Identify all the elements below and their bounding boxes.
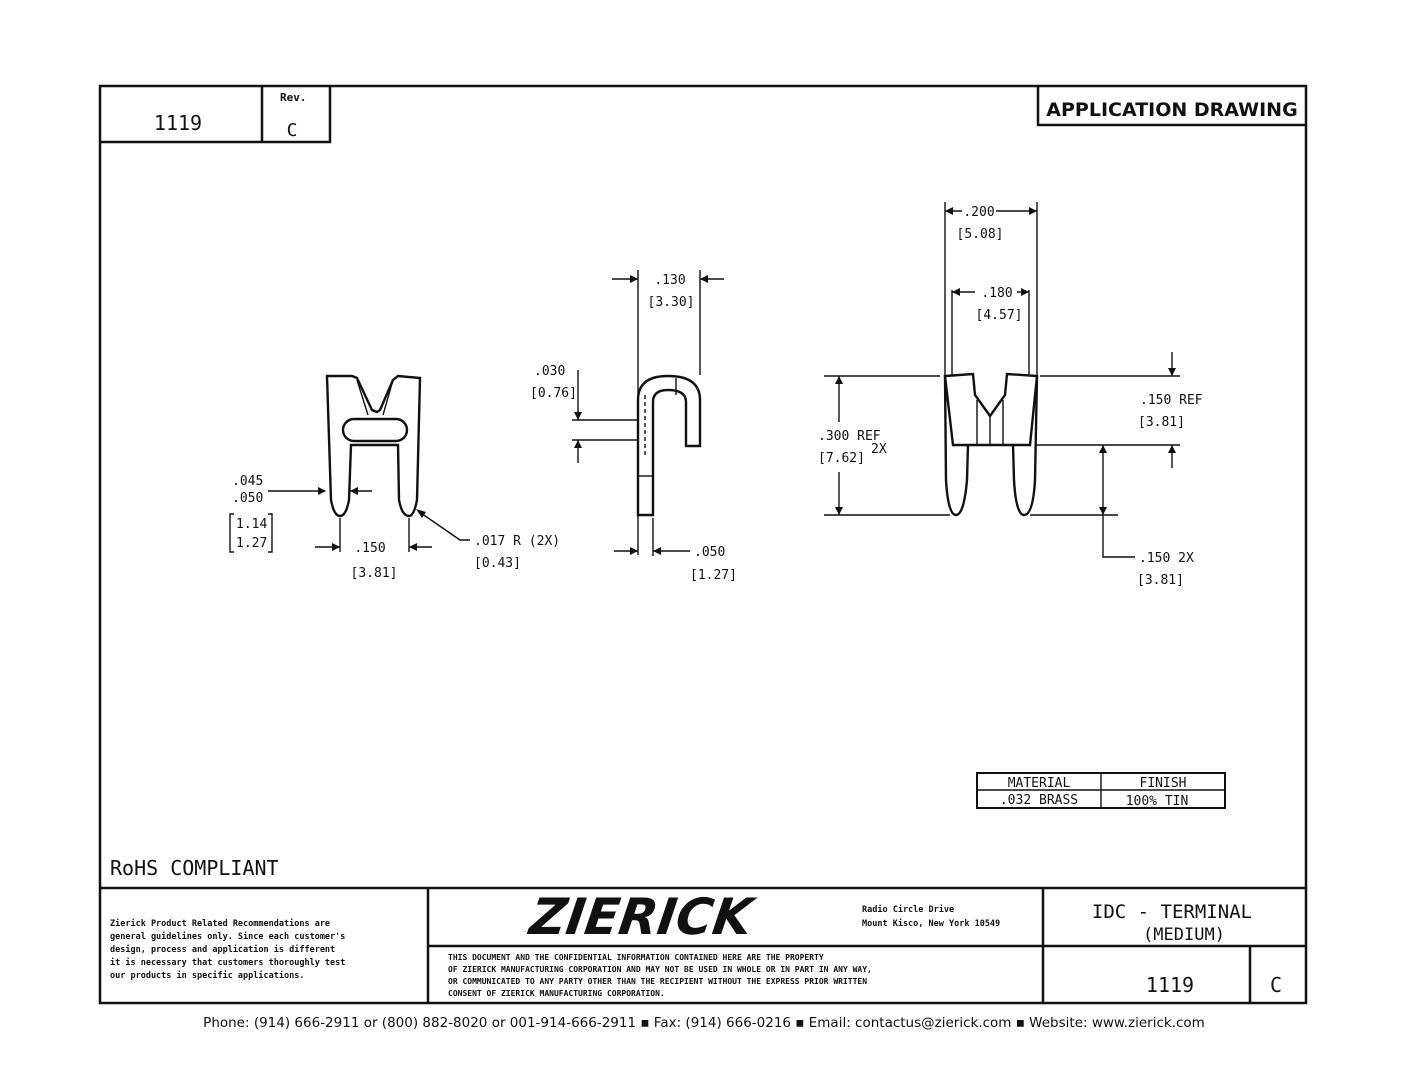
- dim-thickness-mm: [1.27]: [690, 568, 737, 583]
- finish-header: FINISH: [1140, 776, 1187, 791]
- part-number: 1119: [154, 111, 202, 135]
- rev-label: Rev.: [280, 91, 307, 104]
- disclaimer: Zierick Product Related Recommendations …: [110, 918, 345, 981]
- dim-pitch: .150: [354, 541, 385, 556]
- rohs-compliant: RoHS COMPLIANT: [110, 856, 279, 880]
- title-rev: C: [1270, 973, 1282, 997]
- dim-thickness: .050: [694, 545, 725, 560]
- svg-text:CONSENT OF ZIERICK MANUFACTURI: CONSENT OF ZIERICK MANUFACTURING CORPORA…: [448, 989, 665, 998]
- svg-text:our products in specific appli: our products in specific applications.: [110, 970, 304, 981]
- dim-outer-width-mm: [5.08]: [957, 227, 1004, 242]
- title-part-number: 1119: [1146, 973, 1194, 997]
- dim-width: .130: [654, 273, 685, 288]
- svg-text:design, process and applicatio: design, process and application is diffe…: [110, 944, 335, 955]
- dim-slot-mm-max: 1.27: [236, 536, 267, 551]
- dim-outer-width: .200: [963, 205, 994, 220]
- dim-height: .300 REF: [818, 429, 881, 444]
- address-line1: Radio Circle Drive: [862, 904, 954, 915]
- svg-text:OR COMMUNICATED TO ANY PARTY O: OR COMMUNICATED TO ANY PARTY OTHER THAN …: [448, 977, 867, 986]
- dim-width-mm: [3.30]: [648, 295, 695, 310]
- svg-text:Zierick Product Related Recomm: Zierick Product Related Recommendations …: [110, 918, 330, 929]
- material-table: MATERIAL FINISH .032 BRASS 100% TIN: [976, 772, 1226, 809]
- dim-slot-mm-min: 1.14: [236, 517, 267, 532]
- dim-inner-width: .180: [981, 286, 1012, 301]
- dim-gap: .030: [534, 364, 565, 379]
- drawing-frame: [98, 84, 1308, 1005]
- contact-footer: Phone: (914) 666-2911 or (800) 882-8020 …: [203, 1015, 1205, 1031]
- front-view: .045 .050 1.14 1.27 .150 [3.81] .017 R (…: [229, 374, 560, 581]
- part-number-box: 1119 Rev. C: [100, 86, 332, 144]
- svg-text:OF ZIERICK MANUFACTURING CORPO: OF ZIERICK MANUFACTURING CORPORATION AND…: [448, 965, 872, 974]
- dim-leg: .150 2X: [1139, 551, 1194, 566]
- proprietary-notice: THIS DOCUMENT AND THE CONFIDENTIAL INFOR…: [448, 953, 872, 998]
- drawing-type: APPLICATION DRAWING: [1046, 99, 1297, 121]
- material-header: MATERIAL: [1008, 776, 1071, 791]
- dim-slot-min: .045: [232, 474, 263, 489]
- end-view: .200 [5.08] .180 [4.57] .300 REF [7.62] …: [818, 202, 1203, 588]
- dim-pitch-mm: [3.81]: [351, 566, 398, 581]
- material-value: .032 BRASS: [1000, 793, 1078, 808]
- dim-top: .150 REF: [1140, 393, 1203, 408]
- address-line2: Mount Kisco, New York 10549: [862, 918, 1000, 929]
- dim-gap-mm: [0.76]: [530, 386, 577, 401]
- side-view: .130 [3.30] .030 [0.76] .050 [1.27]: [530, 270, 737, 583]
- dim-radius: .017 R (2X): [474, 534, 560, 549]
- dim-height-qty: 2X: [871, 442, 887, 457]
- zierick-logo: ZIERICK: [524, 887, 760, 946]
- svg-text:general guidelines only. Since: general guidelines only. Since each cust…: [110, 931, 345, 942]
- drawing-type-box: APPLICATION DRAWING: [1036, 86, 1306, 127]
- description-line2: (MEDIUM): [1143, 925, 1225, 945]
- dim-top-mm: [3.81]: [1138, 415, 1185, 430]
- dim-height-mm: [7.62]: [818, 451, 865, 466]
- svg-text:THIS DOCUMENT AND THE CONFIDEN: THIS DOCUMENT AND THE CONFIDENTIAL INFOR…: [448, 953, 824, 962]
- dim-slot-max: .050: [232, 491, 263, 506]
- description-line1: IDC - TERMINAL: [1092, 901, 1252, 923]
- dim-leg-mm: [3.81]: [1137, 573, 1184, 588]
- title-block: Zierick Product Related Recommendations …: [100, 886, 1306, 1003]
- rev-value: C: [287, 120, 298, 141]
- svg-text:it is necessary that customers: it is necessary that customers thoroughl…: [110, 957, 345, 968]
- dim-inner-width-mm: [4.57]: [976, 308, 1023, 323]
- dim-radius-mm: [0.43]: [474, 556, 521, 571]
- finish-value: 100% TIN: [1126, 794, 1189, 809]
